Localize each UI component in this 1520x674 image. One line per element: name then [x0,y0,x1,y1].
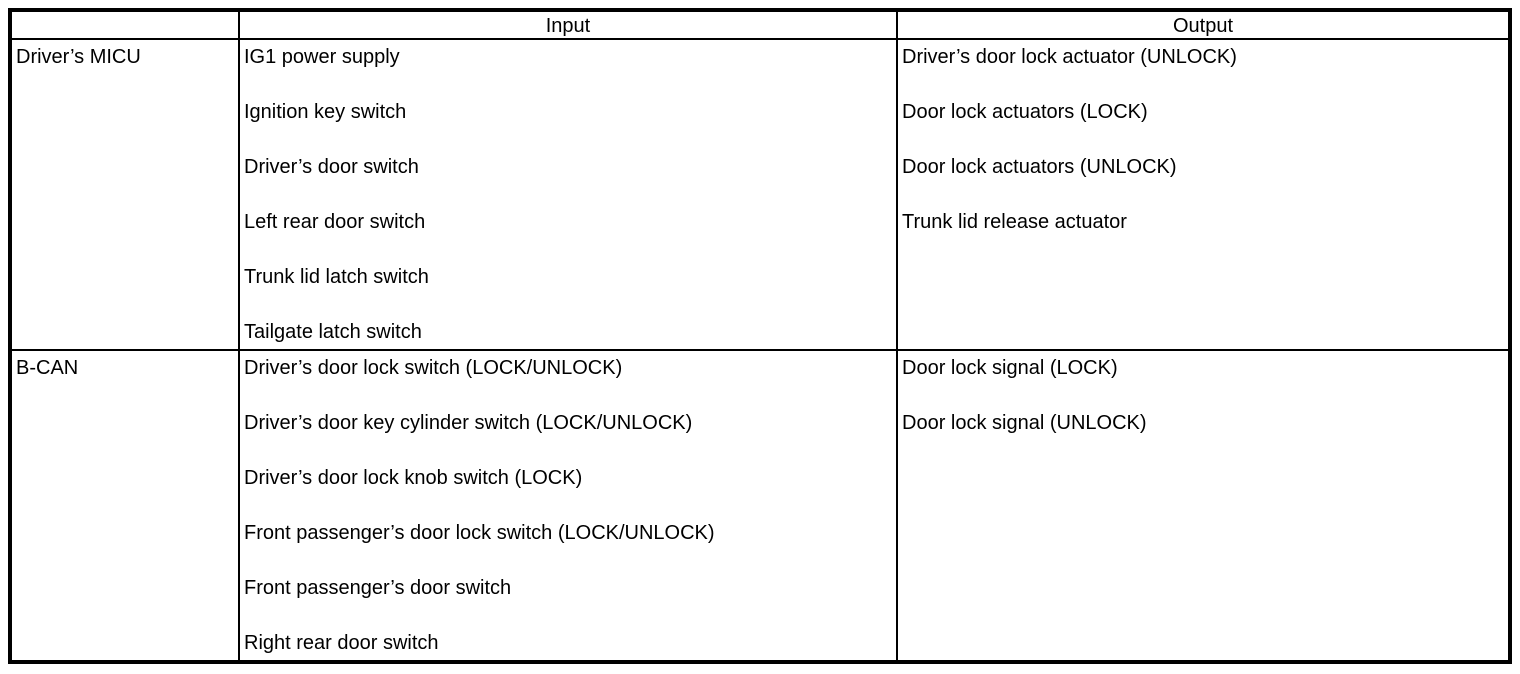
input-item: Front passenger’s door lock switch (LOCK… [244,522,715,544]
input-item: Trunk lid latch switch [244,266,429,288]
input-item: IG1 power supply [244,46,400,68]
output-cell: Driver’s door lock actuator (UNLOCK) Doo… [896,38,1511,351]
table-header-row: Input Output [9,9,1511,40]
output-item: Trunk lid release actuator [902,211,1127,233]
header-cell-output: Output [896,9,1511,40]
output-item: Door lock actuators (UNLOCK) [902,156,1177,178]
input-cell: IG1 power supply Ignition key switch Dri… [238,38,898,351]
input-item: Driver’s door switch [244,156,419,178]
input-output-table: Input Output Driver’s MICU IG1 power sup… [8,8,1512,664]
source-cell: B-CAN [9,349,240,663]
input-item: Left rear door switch [244,211,426,233]
io-table-container: Input Output Driver’s MICU IG1 power sup… [8,8,1512,664]
input-item: Driver’s door lock knob switch (LOCK) [244,467,583,489]
header-cell-input: Input [238,9,898,40]
header-cell-source [9,9,240,40]
input-item: Ignition key switch [244,101,407,123]
table-row-drivers-micu: Driver’s MICU IG1 power supply Ignition … [9,38,1511,351]
input-item: Driver’s door lock switch (LOCK/UNLOCK) [244,357,623,379]
output-cell: Door lock signal (LOCK) Door lock signal… [896,349,1511,663]
input-cell: Driver’s door lock switch (LOCK/UNLOCK) … [238,349,898,663]
output-item: Door lock signal (UNLOCK) [902,412,1147,434]
output-item: Door lock signal (LOCK) [902,357,1118,379]
source-cell: Driver’s MICU [9,38,240,351]
input-item: Right rear door switch [244,632,439,654]
source-label: Driver’s MICU [16,46,141,68]
input-item: Front passenger’s door switch [244,577,512,599]
table-row-b-can: B-CAN Driver’s door lock switch (LOCK/UN… [9,349,1511,663]
input-item: Tailgate latch switch [244,321,422,343]
input-item: Driver’s door key cylinder switch (LOCK/… [244,412,693,434]
output-item: Door lock actuators (LOCK) [902,101,1148,123]
output-item: Driver’s door lock actuator (UNLOCK) [902,46,1237,68]
source-label: B-CAN [16,357,79,379]
